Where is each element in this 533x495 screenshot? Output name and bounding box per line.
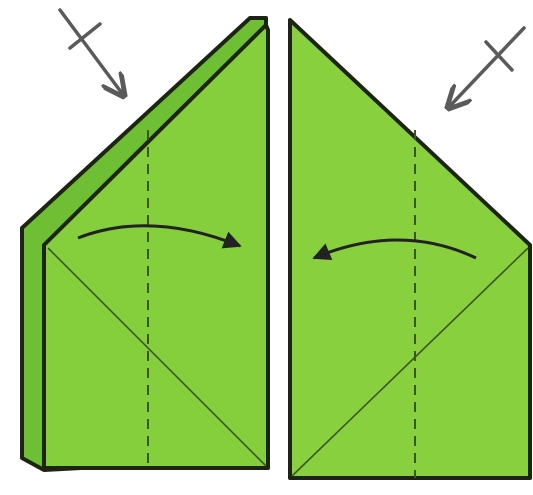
left-crossed-arrow-icon (60, 10, 124, 96)
paper-right-flap (290, 20, 530, 478)
paper-left-flap (44, 25, 268, 468)
right-crossed-arrow-icon (448, 28, 524, 108)
